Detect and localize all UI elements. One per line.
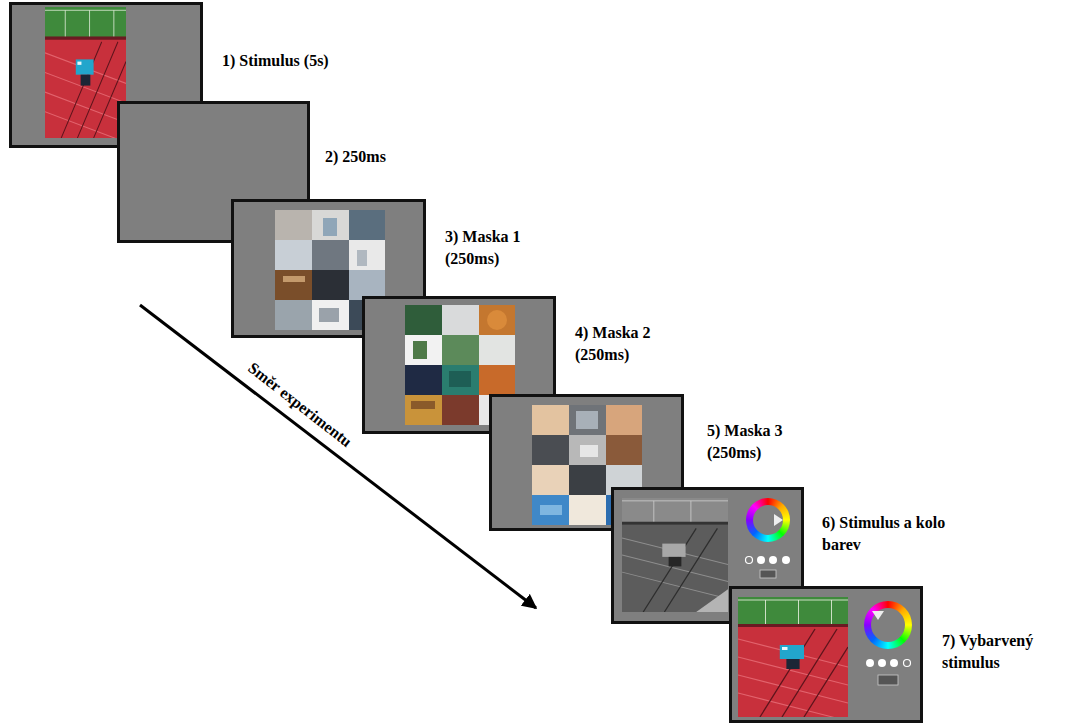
- label-holder: 4) Maska 2 (250ms): [575, 322, 670, 365]
- picture-part: [312, 300, 349, 330]
- step-label: 1) Stimulus (5s): [222, 50, 392, 72]
- picture-part: [871, 608, 905, 642]
- picture-part: [442, 305, 479, 335]
- picture-part: [411, 401, 435, 409]
- picture-part: [872, 611, 884, 620]
- step-label: 5) Maska 3 (250ms): [707, 420, 802, 463]
- picture-part: [487, 310, 507, 330]
- picture-part: [405, 335, 442, 365]
- picture-part: [760, 570, 776, 578]
- label-holder: 7) Vybarvený stimulus: [942, 630, 1060, 673]
- label-holder: 2) 250ms: [325, 146, 435, 168]
- picture-part: [449, 371, 471, 387]
- picture-part: [606, 435, 642, 465]
- picture-part: [45, 7, 126, 142]
- picture-part: [774, 514, 783, 526]
- picture-part: [622, 498, 728, 612]
- picture-part: [878, 659, 886, 667]
- picture-part: [569, 405, 606, 435]
- picture-part: [757, 556, 765, 564]
- picture-part: [275, 240, 312, 270]
- picture-part: [532, 465, 569, 495]
- label-holder: 1) Stimulus (5s): [222, 50, 392, 72]
- picture-part: [580, 445, 598, 457]
- picture-part: [782, 556, 790, 564]
- picture-part: [405, 365, 442, 395]
- step-label: 3) Maska 1 (250ms): [445, 226, 540, 269]
- picture-part: [479, 365, 515, 395]
- picture-part: [532, 435, 569, 465]
- picture-part: [357, 250, 367, 266]
- label-holder: 5) Maska 3 (250ms): [707, 420, 802, 463]
- picture-part: [532, 495, 569, 525]
- picture-part: [319, 308, 339, 322]
- direction-label: Směr experimentu: [244, 359, 355, 452]
- picture-part: [442, 395, 479, 425]
- picture-part: [275, 300, 312, 330]
- picture-part: [349, 240, 385, 270]
- picture-part: [569, 465, 606, 495]
- picture-part: [312, 240, 349, 270]
- picture-part: [323, 218, 337, 236]
- picture-part: [405, 305, 442, 335]
- picture-part: [479, 335, 515, 365]
- picture-part: [753, 505, 783, 535]
- picture-part: [442, 365, 479, 395]
- picture-part: [275, 210, 312, 240]
- colored-stimulus-with-wheel: [732, 589, 920, 720]
- label-holder: 3) Maska 1 (250ms): [445, 226, 540, 269]
- step-label: 7) Vybarvený stimulus: [942, 630, 1060, 673]
- step-label: 6) Stimulus a kolo barev: [822, 512, 947, 555]
- picture-part: [569, 435, 606, 465]
- picture-part: [866, 659, 874, 667]
- picture-part: [904, 660, 911, 667]
- screen-frame: 7) Vybarvený stimulus: [729, 586, 923, 723]
- picture-part: [413, 341, 427, 359]
- picture-part: [769, 556, 777, 564]
- picture-part: [349, 210, 385, 240]
- picture-part: [540, 505, 562, 515]
- picture-part: [738, 597, 848, 720]
- picture-part: [569, 495, 606, 525]
- picture-part: [878, 675, 898, 685]
- picture-part: [283, 276, 305, 282]
- picture-part: [442, 335, 479, 365]
- picture-part: [890, 659, 898, 667]
- picture-part: [746, 557, 753, 564]
- label-holder: 6) Stimulus a kolo barev: [822, 512, 947, 555]
- picture-part: [312, 270, 349, 300]
- picture-part: [312, 210, 349, 240]
- arrow-line: [140, 305, 536, 608]
- picture-part: [479, 305, 515, 335]
- step-label: 4) Maska 2 (250ms): [575, 322, 670, 365]
- picture-part: [606, 405, 642, 435]
- picture-part: [532, 405, 569, 435]
- picture-part: [405, 395, 442, 425]
- picture-part: [576, 411, 598, 429]
- step-label: 2) 250ms: [325, 146, 435, 168]
- picture-part: [275, 270, 312, 300]
